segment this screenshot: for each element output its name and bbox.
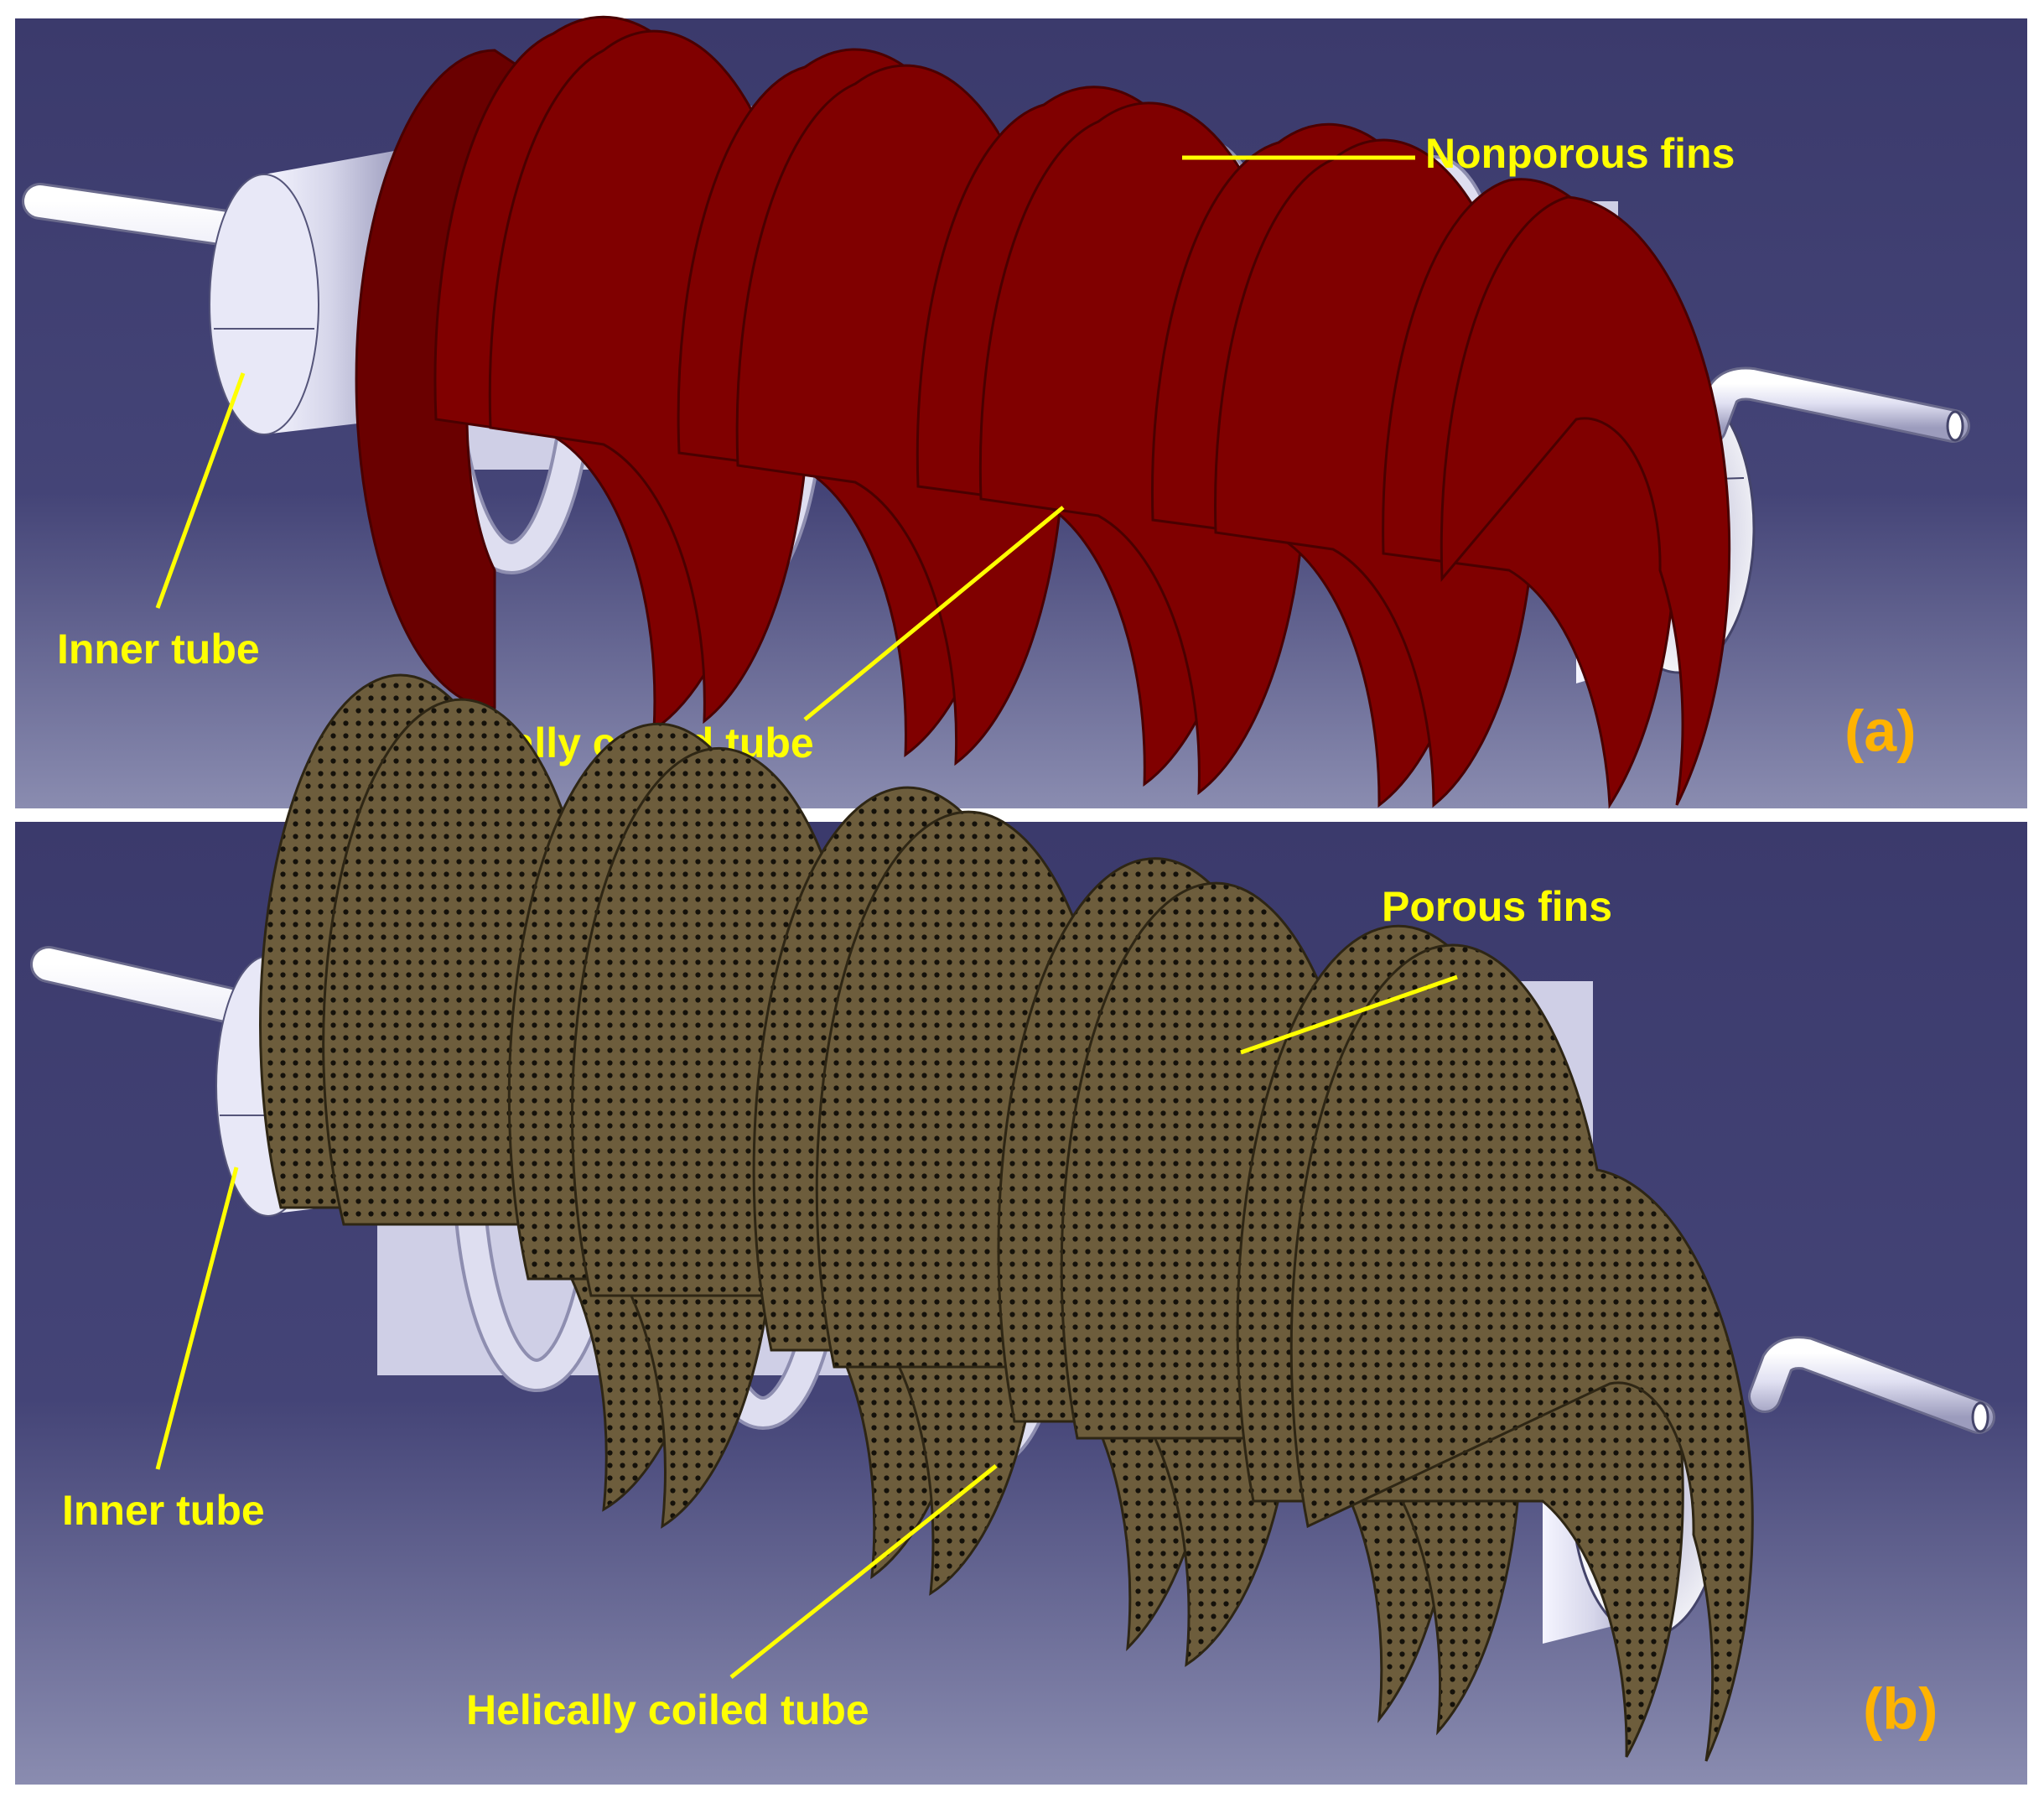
inner-tube-label: Inner tube [62, 1487, 265, 1534]
coil-leader [803, 506, 1065, 721]
fins-label: Nonporous fins [1425, 130, 1735, 177]
fins-label: Porous fins [1382, 883, 1612, 930]
outlet-pipe [1694, 366, 1970, 444]
coil-leader [729, 1464, 998, 1679]
porous-fins [259, 673, 1754, 1762]
porous-fin [1289, 943, 1754, 1762]
panel-b-label: (b) [1863, 1676, 1938, 1741]
nonporous-fins [355, 15, 1731, 809]
inner-tube-leader [155, 372, 246, 609]
outlet-pipe [1748, 1336, 1995, 1434]
callout-lines [155, 974, 1458, 1679]
nonporous-fin [1440, 195, 1731, 806]
coil-label: Helically coiled tube [466, 1686, 869, 1733]
inner-tube-label: Inner tube [57, 626, 260, 673]
panel-a-label: (a) [1844, 698, 1917, 763]
panel-b: Porous fins Inner tube Helically coiled … [30, 673, 1995, 1762]
callout-lines [155, 155, 1415, 721]
panel-a: Nonporous fins Inner tube Helically coil… [22, 15, 1970, 809]
fins-leader [1240, 974, 1458, 1055]
inner-tube-leader [155, 1166, 239, 1470]
